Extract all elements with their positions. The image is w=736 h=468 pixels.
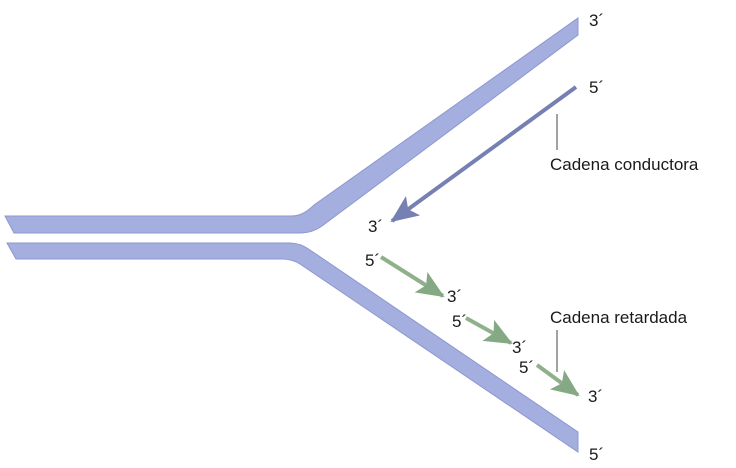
bottom-strand-5prime-label: 5´	[589, 445, 604, 463]
top-strand-3prime-label: 3´	[589, 11, 604, 30]
okazaki-fragment-3-arrow	[535, 363, 580, 397]
lower-template-strand	[6, 242, 579, 453]
leading-strand-arrow	[390, 85, 578, 223]
okazaki-fragment-2-arrow	[465, 316, 513, 345]
okazaki-fragment-1-arrow	[379, 255, 445, 298]
lagging-start-5prime-label: 5´	[365, 251, 380, 270]
fragment1-end-3prime-label: 3´	[447, 287, 462, 306]
lagging-end-3prime-label: 3´	[588, 387, 603, 406]
leading-strand-label: Cadena conductora	[550, 155, 699, 174]
fragment3-start-5prime-label: 5´	[519, 358, 534, 377]
fragment2-end-3prime-label: 3´	[512, 338, 527, 357]
upper-template-strand	[4, 17, 579, 234]
top-strand-5prime-label: 5´	[589, 78, 604, 97]
leading-end-3prime-label: 3´	[368, 217, 383, 236]
fragment2-start-5prime-label: 5´	[452, 312, 467, 331]
lagging-strand-label: Cadena retardada	[550, 308, 688, 327]
